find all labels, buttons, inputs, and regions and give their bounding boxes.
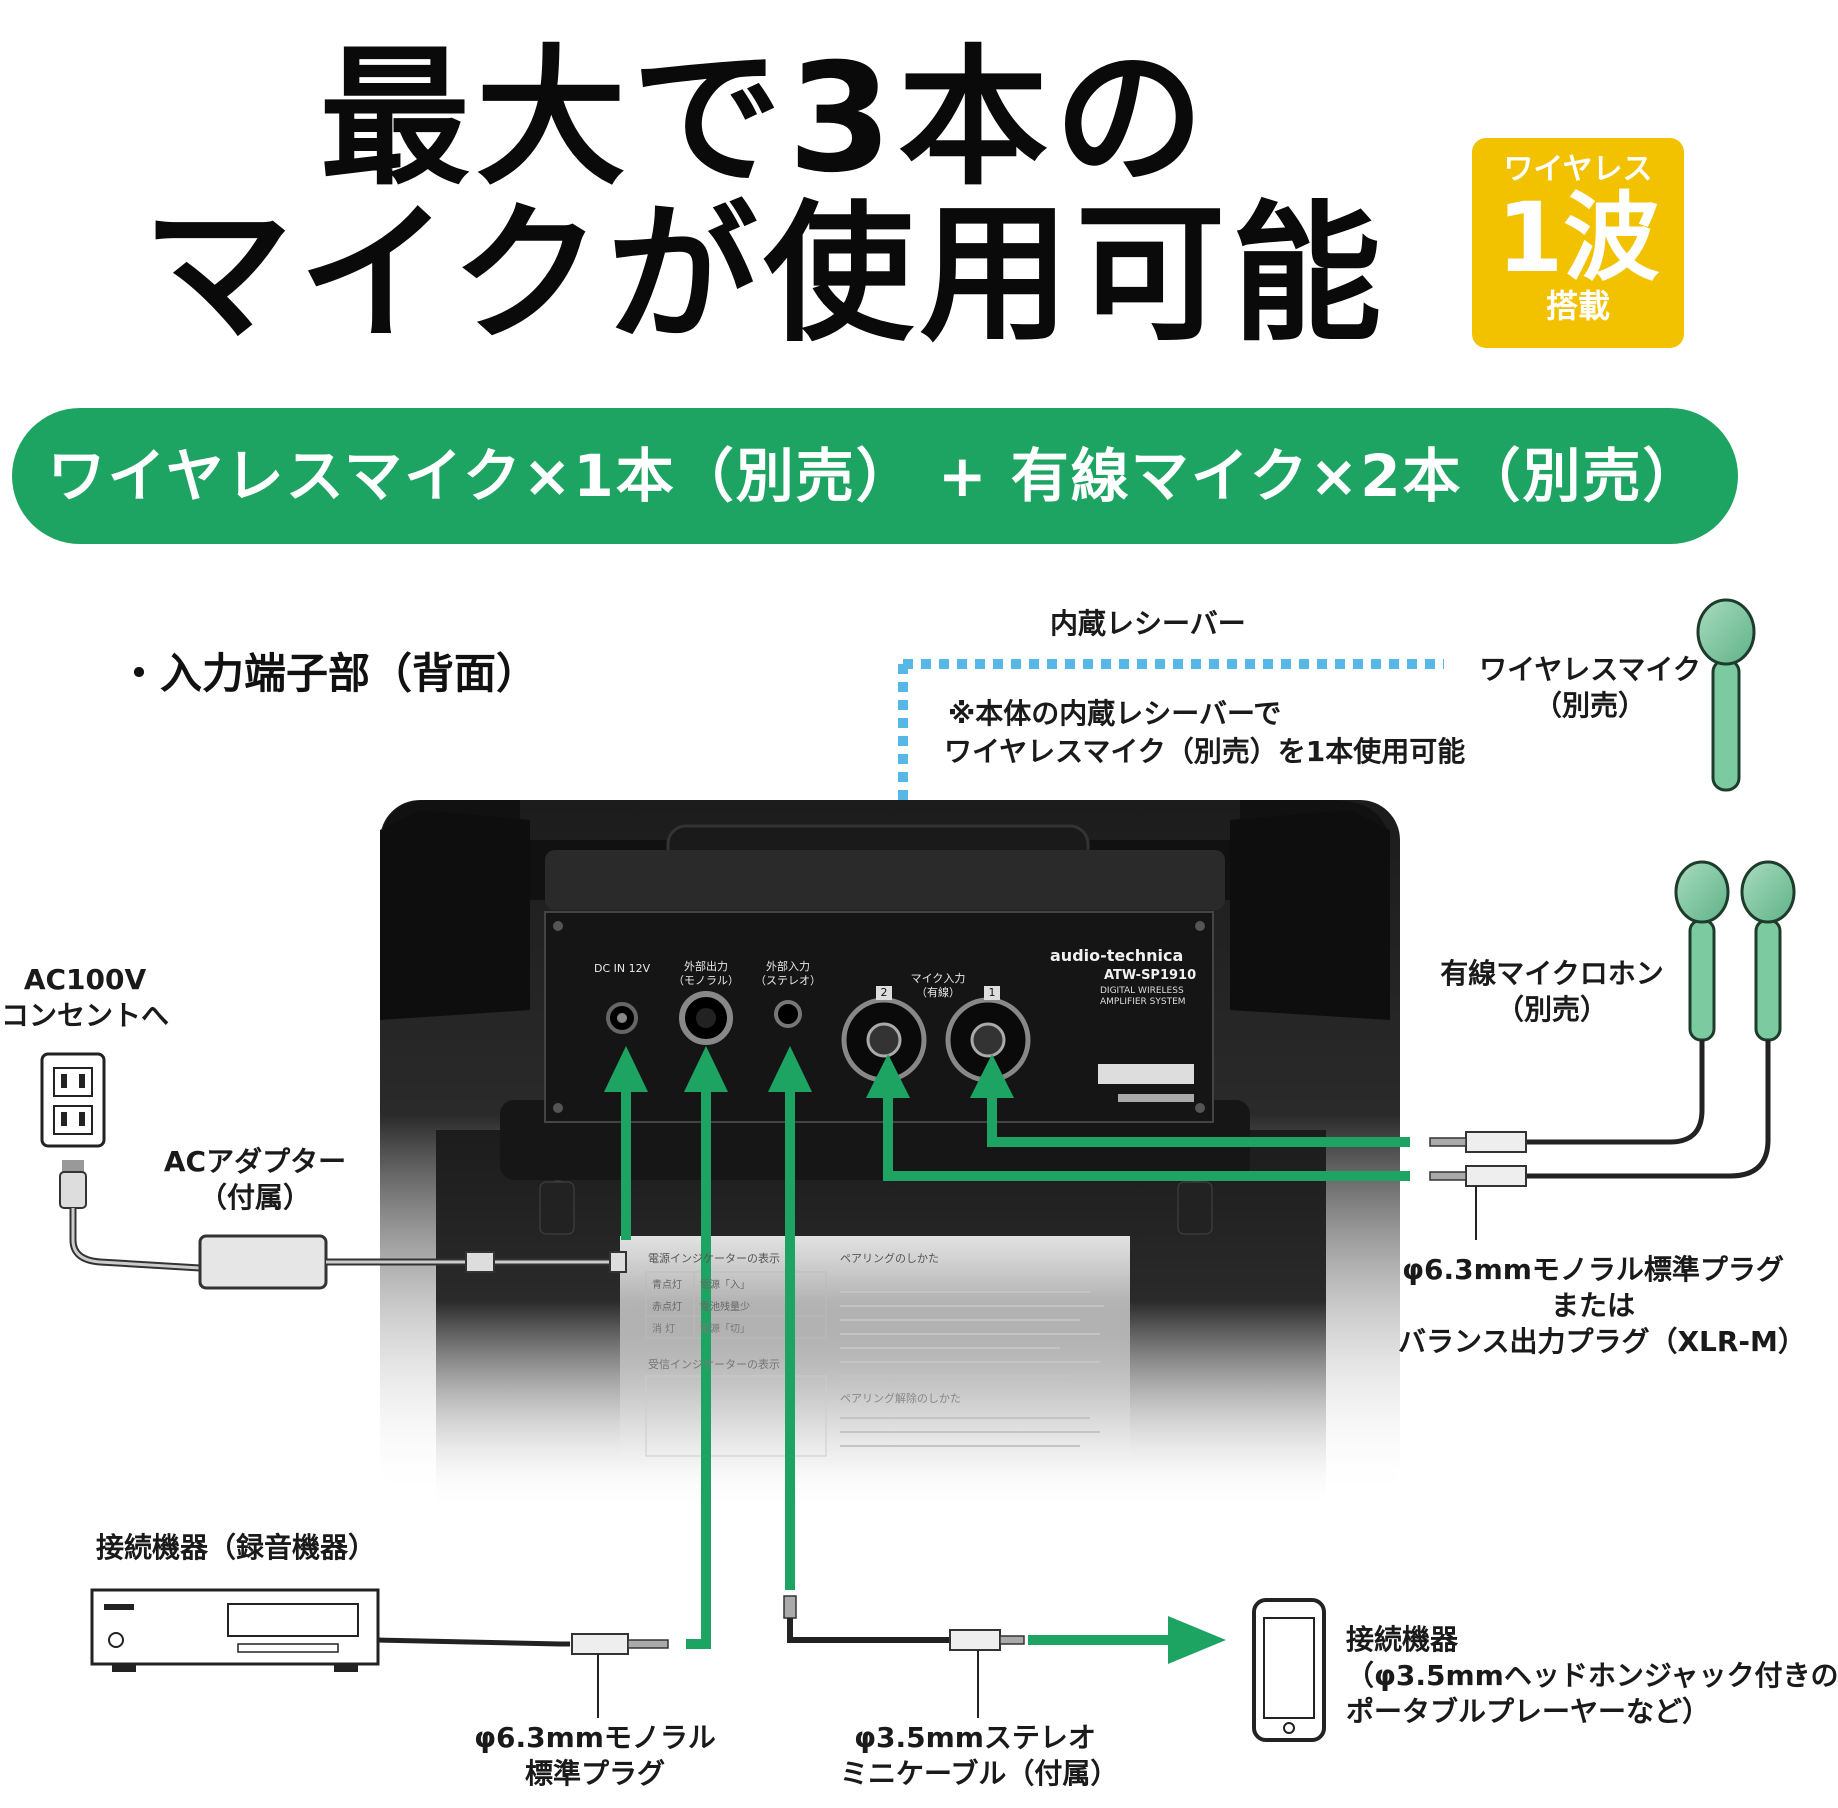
receiver-dotted-line [898,659,1444,830]
panel-mic-in-2: （有線） [916,986,960,999]
ac-outlet-icon [40,1052,106,1148]
receiver-note-line2: ワイヤレスマイク（別売）を1本使用可能 [944,735,1466,768]
plug-bottom-left-line2: 標準プラグ [524,1757,665,1790]
panel-ext-out: 外部出力 （モノラル） [666,960,746,988]
ac-adapter-line2: （付属） [198,1181,311,1214]
back-recv-title: 受信インジケーターの表示 [648,1358,780,1371]
plug-bottom-mid-label: φ3.5mmステレオ ミニケーブル（付属） [840,1720,1119,1792]
plug-bottom-mid-line1: φ3.5mmステレオ [854,1721,1096,1754]
wired-mic-label: 有線マイクロホン （別売） [1432,956,1672,1028]
wireless-mic-line1: ワイヤレスマイク [1479,653,1701,686]
mini-cable-icon [783,1595,1025,1718]
ac-adapter-label: ACアダプター （付属） [150,1144,360,1216]
panel-model: ATW-SP1910 [1104,968,1197,983]
panel-num-2: 2 [876,986,892,1000]
ac-adapter-icon [59,1160,627,1290]
plug-right-line1: φ6.3mmモノラル標準プラグ [1402,1253,1784,1286]
ac-outlet-line2: コンセントへ [0,999,169,1032]
back-val-0: 電源「入」 [700,1280,750,1291]
phone-icon [1252,1598,1326,1742]
receiver-note-line1: ※本体の内蔵レシーバーで [948,697,1282,730]
plug-bottom-left-line1: φ6.3mmモノラル [474,1721,716,1754]
panel-ext-in-2: （ステレオ） [755,974,821,987]
panel-ext-in: 外部入力 （ステレオ） [748,960,828,988]
back-unpair-title: ペアリング解除のしかた [840,1392,961,1405]
wireless-mic-icon [1696,598,1756,792]
section-title: ・入力端子部（背面） [118,649,539,698]
wired-mic-line1: 有線マイクロホン [1440,957,1664,990]
panel-num-1: 1 [984,986,1000,1000]
panel-ext-out-2: （モノラル） [673,974,739,987]
green-connection-lines [604,1046,1410,1664]
wired-mic-icons [1429,860,1796,1240]
receiver-label: 内蔵レシーバー [1050,607,1246,640]
plug-right-line3: バランス出力プラグ（XLR-M） [1398,1325,1806,1358]
back-val-2: 電源「切」 [700,1324,750,1335]
wireless-mic-line2: （別売） [1533,689,1646,722]
back-row-1: 赤点灯 [652,1302,682,1313]
panel-dc-in: DC IN 12V [594,962,651,975]
phone-label: 接続機器 （φ3.5mmヘッドホンジャック付きの ポータブルプレーヤーなど） [1346,1622,1838,1730]
ac-outlet-line1: AC100V [23,963,147,996]
back-row-2: 消 灯 [652,1324,676,1335]
phone-line2: （φ3.5mmヘッドホンジャック付きの [1346,1659,1838,1692]
recorder-icon [90,1588,669,1718]
wired-mic-line2: （別売） [1495,993,1608,1026]
plug-right-line2: または [1550,1289,1635,1322]
plug-bottom-left-label: φ6.3mmモノラル 標準プラグ [460,1720,730,1792]
headline-line1: 最大で3本の [319,32,1211,206]
badge-line3: 搭載 [1545,287,1610,325]
wireless-badge: ワイヤレス 1波 搭載 [1472,138,1684,348]
panel-ext-in-1: 外部入力 [766,960,810,973]
panel-sub2: AMPLIFIER SYSTEM [1100,997,1186,1007]
badge-line2: 1波 [1496,182,1660,294]
plug-bottom-mid-line2: ミニケーブル（付属） [840,1757,1119,1790]
panel-brand: audio-technica [1050,946,1184,965]
phone-line3: ポータブルプレーヤーなど） [1346,1695,1711,1728]
recorder-label: 接続機器（録音機器） [96,1531,377,1564]
back-row-0: 青点灯 [652,1280,682,1291]
badge-line1: ワイヤレス [1503,152,1653,187]
panel-mic-in-1: マイク入力 [910,972,966,985]
wireless-mic-label: ワイヤレスマイク （別売） [1470,652,1710,724]
ac-adapter-line1: ACアダプター [163,1145,347,1178]
panel-ext-out-1: 外部出力 [684,960,728,973]
back-power-title: 電源インジケーターの表示 [648,1252,780,1265]
back-val-1: 電池残量少 [700,1302,750,1313]
mic-count-banner: ワイヤレスマイク×1本（別売） + 有線マイク×2本（別売） [12,408,1738,544]
phone-line1: 接続機器 [1346,1623,1459,1656]
panel-mic-in: マイク入力 （有線） [896,972,980,1000]
headline-line2: マイクが使用可能 [142,188,1388,362]
back-pair-title: ペアリングのしかた [840,1252,939,1265]
plug-right-label: φ6.3mmモノラル標準プラグ または バランス出力プラグ（XLR-M） [1398,1252,1806,1360]
back-label-plate [620,1236,1130,1466]
ac-outlet-label: AC100V コンセントへ [0,962,170,1034]
panel-sub1: DIGITAL WIRELESS [1100,986,1184,996]
